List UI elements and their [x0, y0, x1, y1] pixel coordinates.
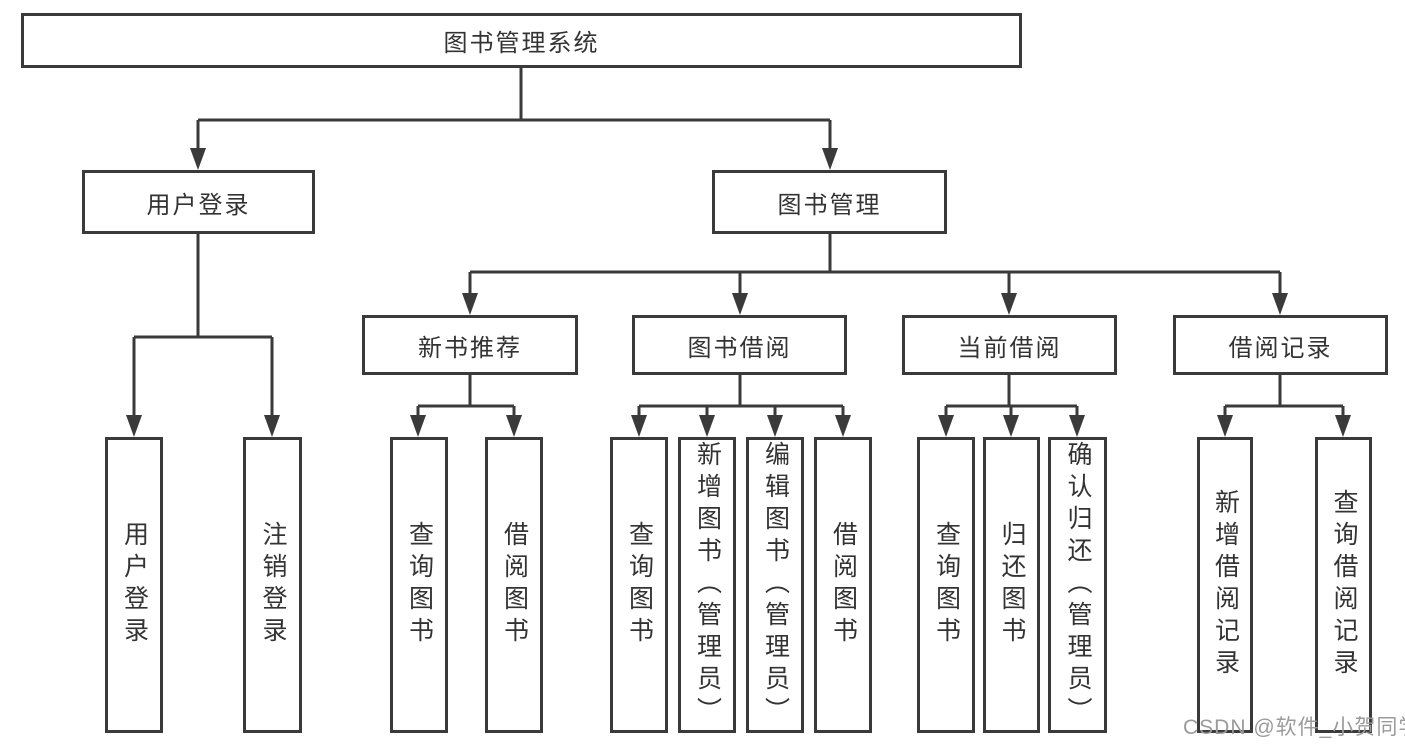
leaf-add-book-admin: 新增图书（管理员） [678, 437, 736, 733]
node-new-book-recommend: 新书推荐 [362, 315, 578, 375]
leaf-user-login: 用户登录 [105, 437, 163, 733]
leaf-edit-book-admin: 编辑图书（管理员） [746, 437, 804, 733]
node-user-login: 用户登录 [82, 170, 315, 234]
node-current-borrow: 当前借阅 [902, 315, 1117, 375]
leaf-add-borrow-record: 新增借阅记录 [1197, 437, 1253, 733]
leaf-query-book-recommend: 查询图书 [390, 437, 448, 733]
leaf-return-book: 归还图书 [983, 437, 1040, 733]
node-borrow-records: 借阅记录 [1173, 315, 1388, 375]
csdn-watermark: CSDN @软件_小贺同学 [1183, 716, 1405, 739]
leaf-logout: 注销登录 [243, 437, 302, 733]
node-book-management: 图书管理 [712, 170, 947, 234]
leaf-borrow-book-recommend: 借阅图书 [485, 437, 543, 733]
leaf-query-borrow-record: 查询借阅记录 [1315, 437, 1372, 733]
leaf-borrow-book: 借阅图书 [814, 437, 872, 733]
node-root: 图书管理系统 [21, 13, 1022, 68]
node-book-borrow: 图书借阅 [632, 315, 847, 375]
leaf-query-book-current: 查询图书 [917, 437, 975, 733]
leaf-query-book-borrow: 查询图书 [610, 437, 668, 733]
leaf-confirm-return-admin: 确认归还（管理员） [1048, 437, 1107, 733]
arrowheads [126, 148, 1351, 437]
